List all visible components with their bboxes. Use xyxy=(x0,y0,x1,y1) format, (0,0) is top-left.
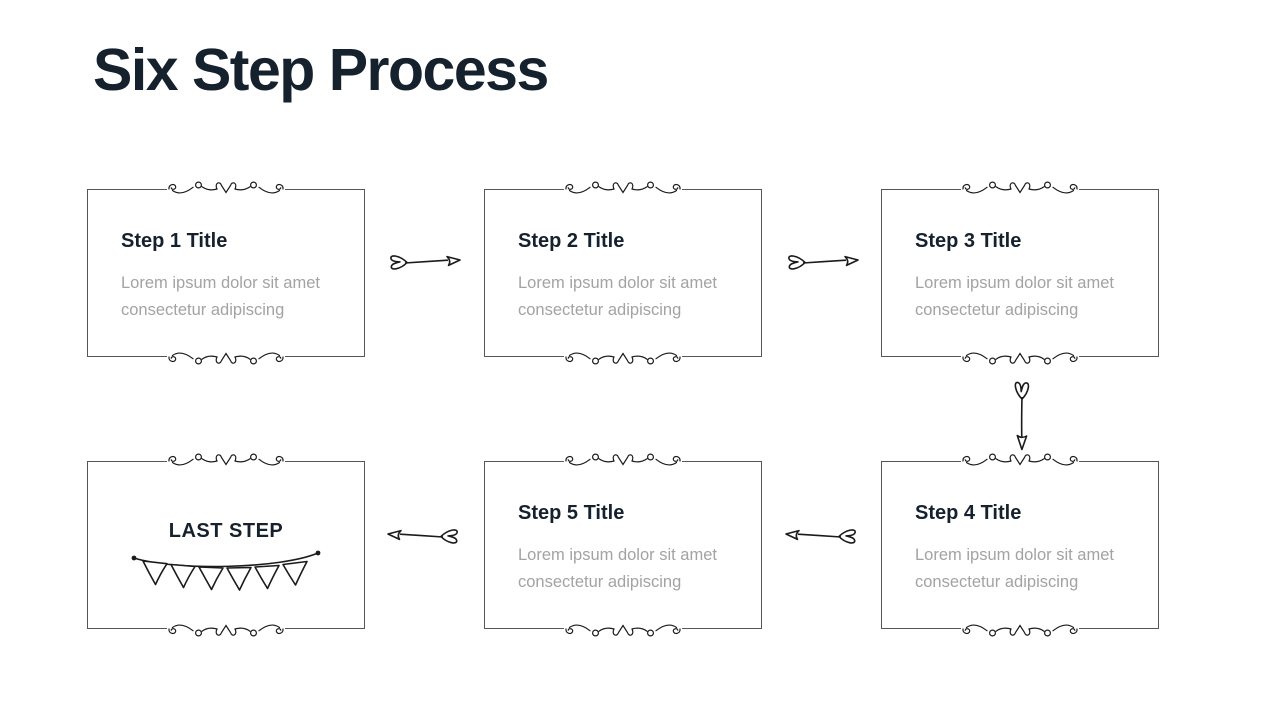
page-title: Six Step Process xyxy=(93,37,549,103)
step-description: Lorem ipsum dolor sit amet consectetur a… xyxy=(121,274,320,319)
flourish-ornament-icon xyxy=(564,450,682,472)
step-box-3: Step 3 Title Lorem ipsum dolor sit amet … xyxy=(881,178,1159,368)
step-description: Lorem ipsum dolor sit amet consectetur a… xyxy=(915,546,1114,591)
step-box-5: Step 5 Title Lorem ipsum dolor sit amet … xyxy=(484,450,762,640)
flourish-ornament-icon xyxy=(961,450,1079,472)
step-description: Lorem ipsum dolor sit amet consectetur a… xyxy=(518,546,717,591)
flourish-ornament-icon xyxy=(564,618,682,640)
step-title: Step 5 Title xyxy=(518,502,625,524)
step-title: Step 1 Title xyxy=(121,230,228,252)
step-description: Lorem ipsum dolor sit amet consectetur a… xyxy=(915,274,1114,319)
arrow-right-icon xyxy=(782,247,862,277)
step-box-2: Step 2 Title Lorem ipsum dolor sit amet … xyxy=(484,178,762,368)
flourish-ornament-icon xyxy=(961,178,1079,200)
step-box-4: Step 4 Title Lorem ipsum dolor sit amet … xyxy=(881,450,1159,640)
arrow-down-icon xyxy=(1006,372,1038,454)
bunting-banner-icon xyxy=(130,550,322,598)
step-description: Lorem ipsum dolor sit amet consectetur a… xyxy=(518,274,717,319)
last-step-title: LAST STEP xyxy=(168,520,284,542)
flourish-ornament-icon xyxy=(564,178,682,200)
flourish-ornament-icon xyxy=(167,346,285,368)
flourish-ornament-icon xyxy=(167,618,285,640)
flourish-ornament-icon xyxy=(167,178,285,200)
flourish-ornament-icon xyxy=(961,346,1079,368)
step-box-1: Step 1 Title Lorem ipsum dolor sit amet … xyxy=(87,178,365,368)
flourish-ornament-icon xyxy=(961,618,1079,640)
step-title: Step 2 Title xyxy=(518,230,625,252)
step-box-last: LAST STEP xyxy=(87,450,365,640)
arrow-right-icon xyxy=(384,247,464,277)
arrow-left-icon xyxy=(384,521,464,551)
flourish-ornament-icon xyxy=(564,346,682,368)
flourish-ornament-icon xyxy=(167,450,285,472)
step-title: Step 3 Title xyxy=(915,230,1022,252)
arrow-left-icon xyxy=(782,521,862,551)
step-title: Step 4 Title xyxy=(915,502,1022,524)
